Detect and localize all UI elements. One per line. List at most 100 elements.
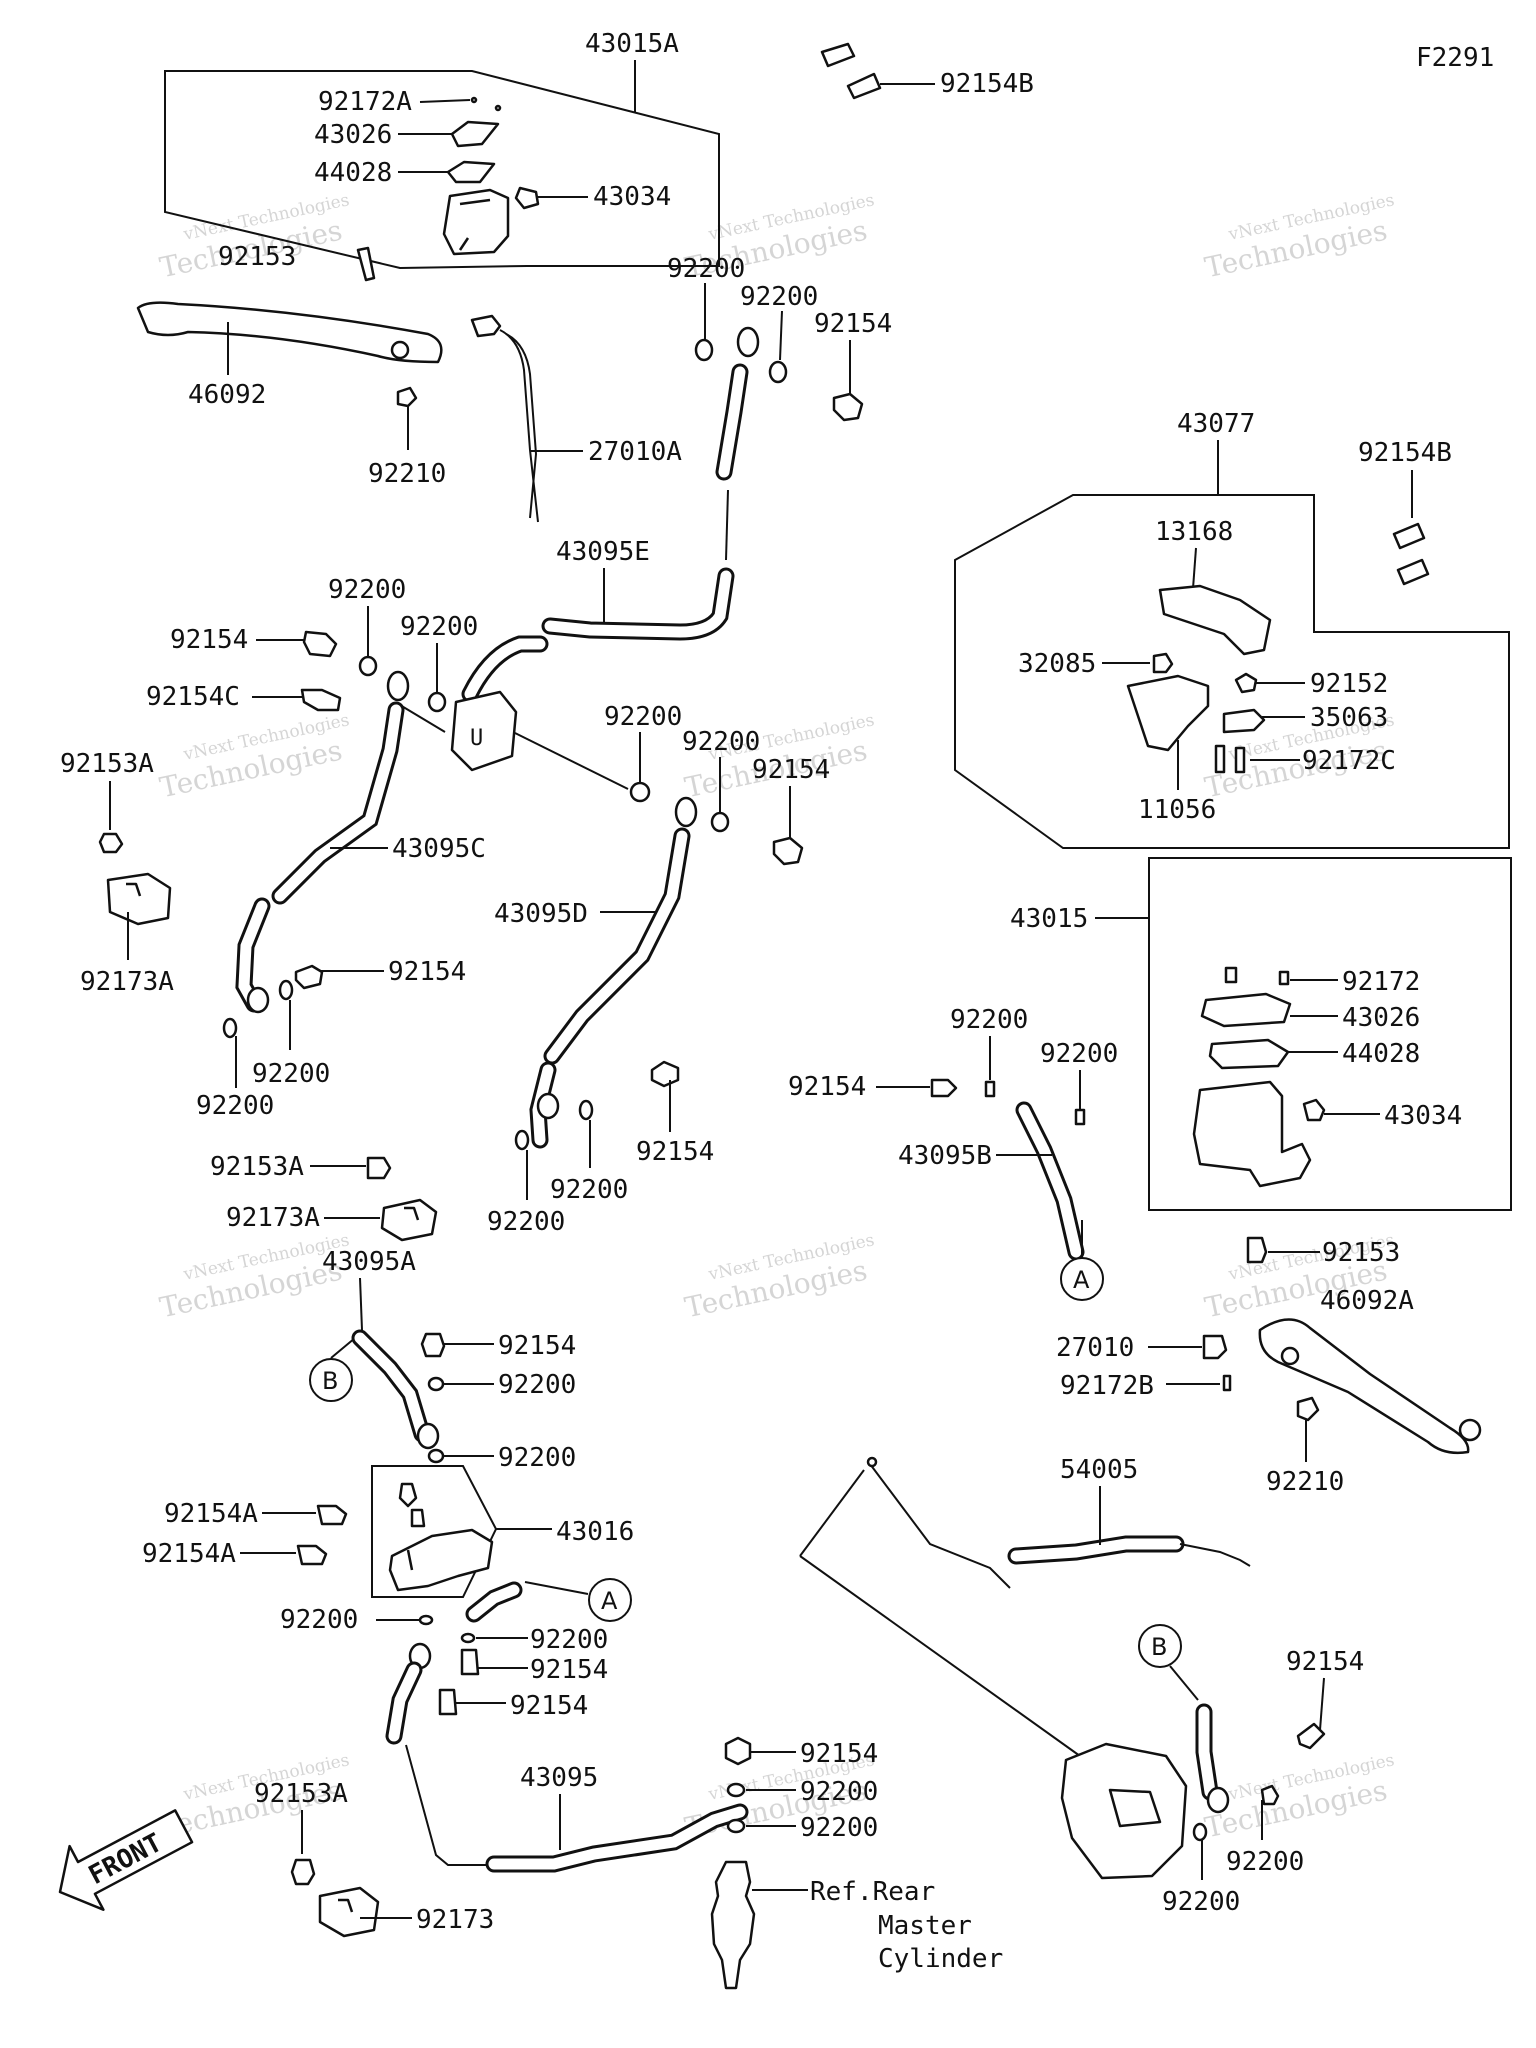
- label-35063: 35063: [1310, 703, 1388, 733]
- label-92154-l1: 92154: [170, 625, 248, 655]
- banjo-bolt-icon: [460, 1648, 480, 1676]
- banjo-fitting-icon: [386, 670, 410, 702]
- label-32085: 32085: [1018, 649, 1096, 679]
- leader-line: [779, 310, 783, 361]
- label-92200-b3: 92200: [280, 1605, 358, 1635]
- banjo-bolt-icon: [1296, 1722, 1326, 1750]
- brake-lever-icon: [136, 301, 443, 364]
- label-92172B: 92172B: [1060, 1371, 1154, 1401]
- screw-icon: [1234, 746, 1246, 774]
- hose-path: [405, 1744, 494, 1866]
- ref-note-line3: Cylinder: [878, 1944, 1003, 1974]
- master-cylinder-icon: [1192, 1080, 1312, 1188]
- washer-icon: [427, 1448, 445, 1464]
- bolt-icon: [1302, 1098, 1326, 1122]
- label-92200-b5: 92200: [800, 1777, 878, 1807]
- screw-icon: [98, 832, 124, 854]
- ref-circle-b2: [1138, 1624, 1182, 1668]
- label-92153-right: 92153: [1322, 1238, 1400, 1268]
- label-43095A: 43095A: [322, 1247, 416, 1277]
- label-92210-left: 92210: [368, 459, 446, 489]
- banjo-fitting-icon: [736, 326, 760, 358]
- label-43095D: 43095D: [494, 899, 588, 929]
- plate-icon: [1222, 708, 1266, 734]
- brake-cable: [869, 1463, 1011, 1589]
- leader-line: [359, 1277, 363, 1331]
- washer-icon: [710, 811, 730, 833]
- label-92154-b3: 92154: [510, 1691, 588, 1721]
- nut-icon: [1296, 1396, 1320, 1422]
- cable-end-icon: [866, 1456, 878, 1468]
- label-92200-t1: 92200: [667, 254, 745, 284]
- banjo-bolt-icon: [300, 688, 342, 712]
- label-43095C: 43095C: [392, 834, 486, 864]
- label-92154-b2: 92154: [530, 1655, 608, 1685]
- nut-icon: [396, 386, 418, 408]
- label-92200-b4: 92200: [530, 1625, 608, 1655]
- label-92173A-1: 92173A: [80, 967, 174, 997]
- leader-line: [524, 1581, 589, 1595]
- label-92200-l4: 92200: [196, 1091, 274, 1121]
- washer-icon: [427, 691, 447, 713]
- label-92154-r2: 92154: [1286, 1647, 1364, 1677]
- label-27010A: 27010A: [588, 437, 682, 467]
- bracket-icon: [1126, 674, 1210, 752]
- label-43095E: 43095E: [556, 537, 650, 567]
- reservoir-cap-icon: [1200, 992, 1292, 1028]
- screw-icon: [470, 96, 478, 104]
- brake-caliper-icon: [1060, 1742, 1188, 1880]
- diaphragm-icon: [1208, 1038, 1290, 1070]
- switch-wire: [499, 329, 539, 523]
- label-92210-right: 92210: [1266, 1467, 1344, 1497]
- label-92172: 92172: [1342, 967, 1420, 997]
- front-arrow: FRONT: [58, 1809, 194, 1911]
- label-43015A: 43015A: [585, 29, 679, 59]
- bolt-icon: [1234, 672, 1258, 694]
- label-46092A: 46092A: [1320, 1286, 1414, 1316]
- junction-block-icon: [450, 690, 518, 772]
- label-92154-m2: 92154: [636, 1137, 714, 1167]
- clamp-icon: [106, 872, 172, 926]
- washer-icon: [418, 1614, 434, 1626]
- banjo-fitting-icon: [246, 986, 270, 1014]
- label-43015: 43015: [1010, 904, 1088, 934]
- hose-break: [725, 489, 729, 561]
- switch-icon: [470, 314, 502, 338]
- clamp-icon: [380, 1198, 438, 1242]
- rear-master-cylinder-icon: [710, 1860, 756, 1990]
- leader-line: [330, 1337, 356, 1359]
- label-92200-b2: 92200: [498, 1443, 576, 1473]
- washer-icon: [222, 1017, 238, 1039]
- banjo-bolt-icon: [294, 964, 324, 990]
- banjo-fitting-icon: [536, 1092, 560, 1120]
- brake-hose: [488, 1806, 746, 1870]
- ref-note-line2: Master: [878, 1911, 972, 1941]
- clamp-icon: [318, 1886, 380, 1938]
- washer-icon: [514, 1129, 530, 1151]
- label-92153A-2: 92153A: [210, 1152, 304, 1182]
- label-43095: 43095: [520, 1763, 598, 1793]
- lever-tip-icon: [1458, 1418, 1482, 1442]
- label-92154-b1: 92154: [498, 1331, 576, 1361]
- leader-line: [799, 1469, 865, 1557]
- label-43095B: 43095B: [898, 1141, 992, 1171]
- label-92200-m3: 92200: [550, 1175, 628, 1205]
- label-92154-t1: 92154: [814, 309, 892, 339]
- brake-cable: [1010, 1538, 1182, 1562]
- banjo-fitting-icon: [674, 796, 698, 828]
- leader-line: [1169, 1665, 1199, 1701]
- label-92154A-2: 92154A: [142, 1539, 236, 1569]
- switch-icon: [1202, 1334, 1228, 1360]
- assembly-box-43015A: [164, 70, 720, 270]
- washer-icon: [726, 1818, 746, 1834]
- ref-circle-b-label: B: [322, 1367, 338, 1395]
- banjo-bolt-icon: [302, 630, 338, 658]
- screw-icon: [1278, 970, 1290, 986]
- label-43026: 43026: [314, 120, 392, 150]
- label-43034: 43034: [593, 182, 671, 212]
- washer-icon: [578, 1099, 594, 1121]
- screw-icon: [398, 1482, 418, 1508]
- label-92200-r3: 92200: [1226, 1847, 1304, 1877]
- washer-icon: [694, 338, 714, 362]
